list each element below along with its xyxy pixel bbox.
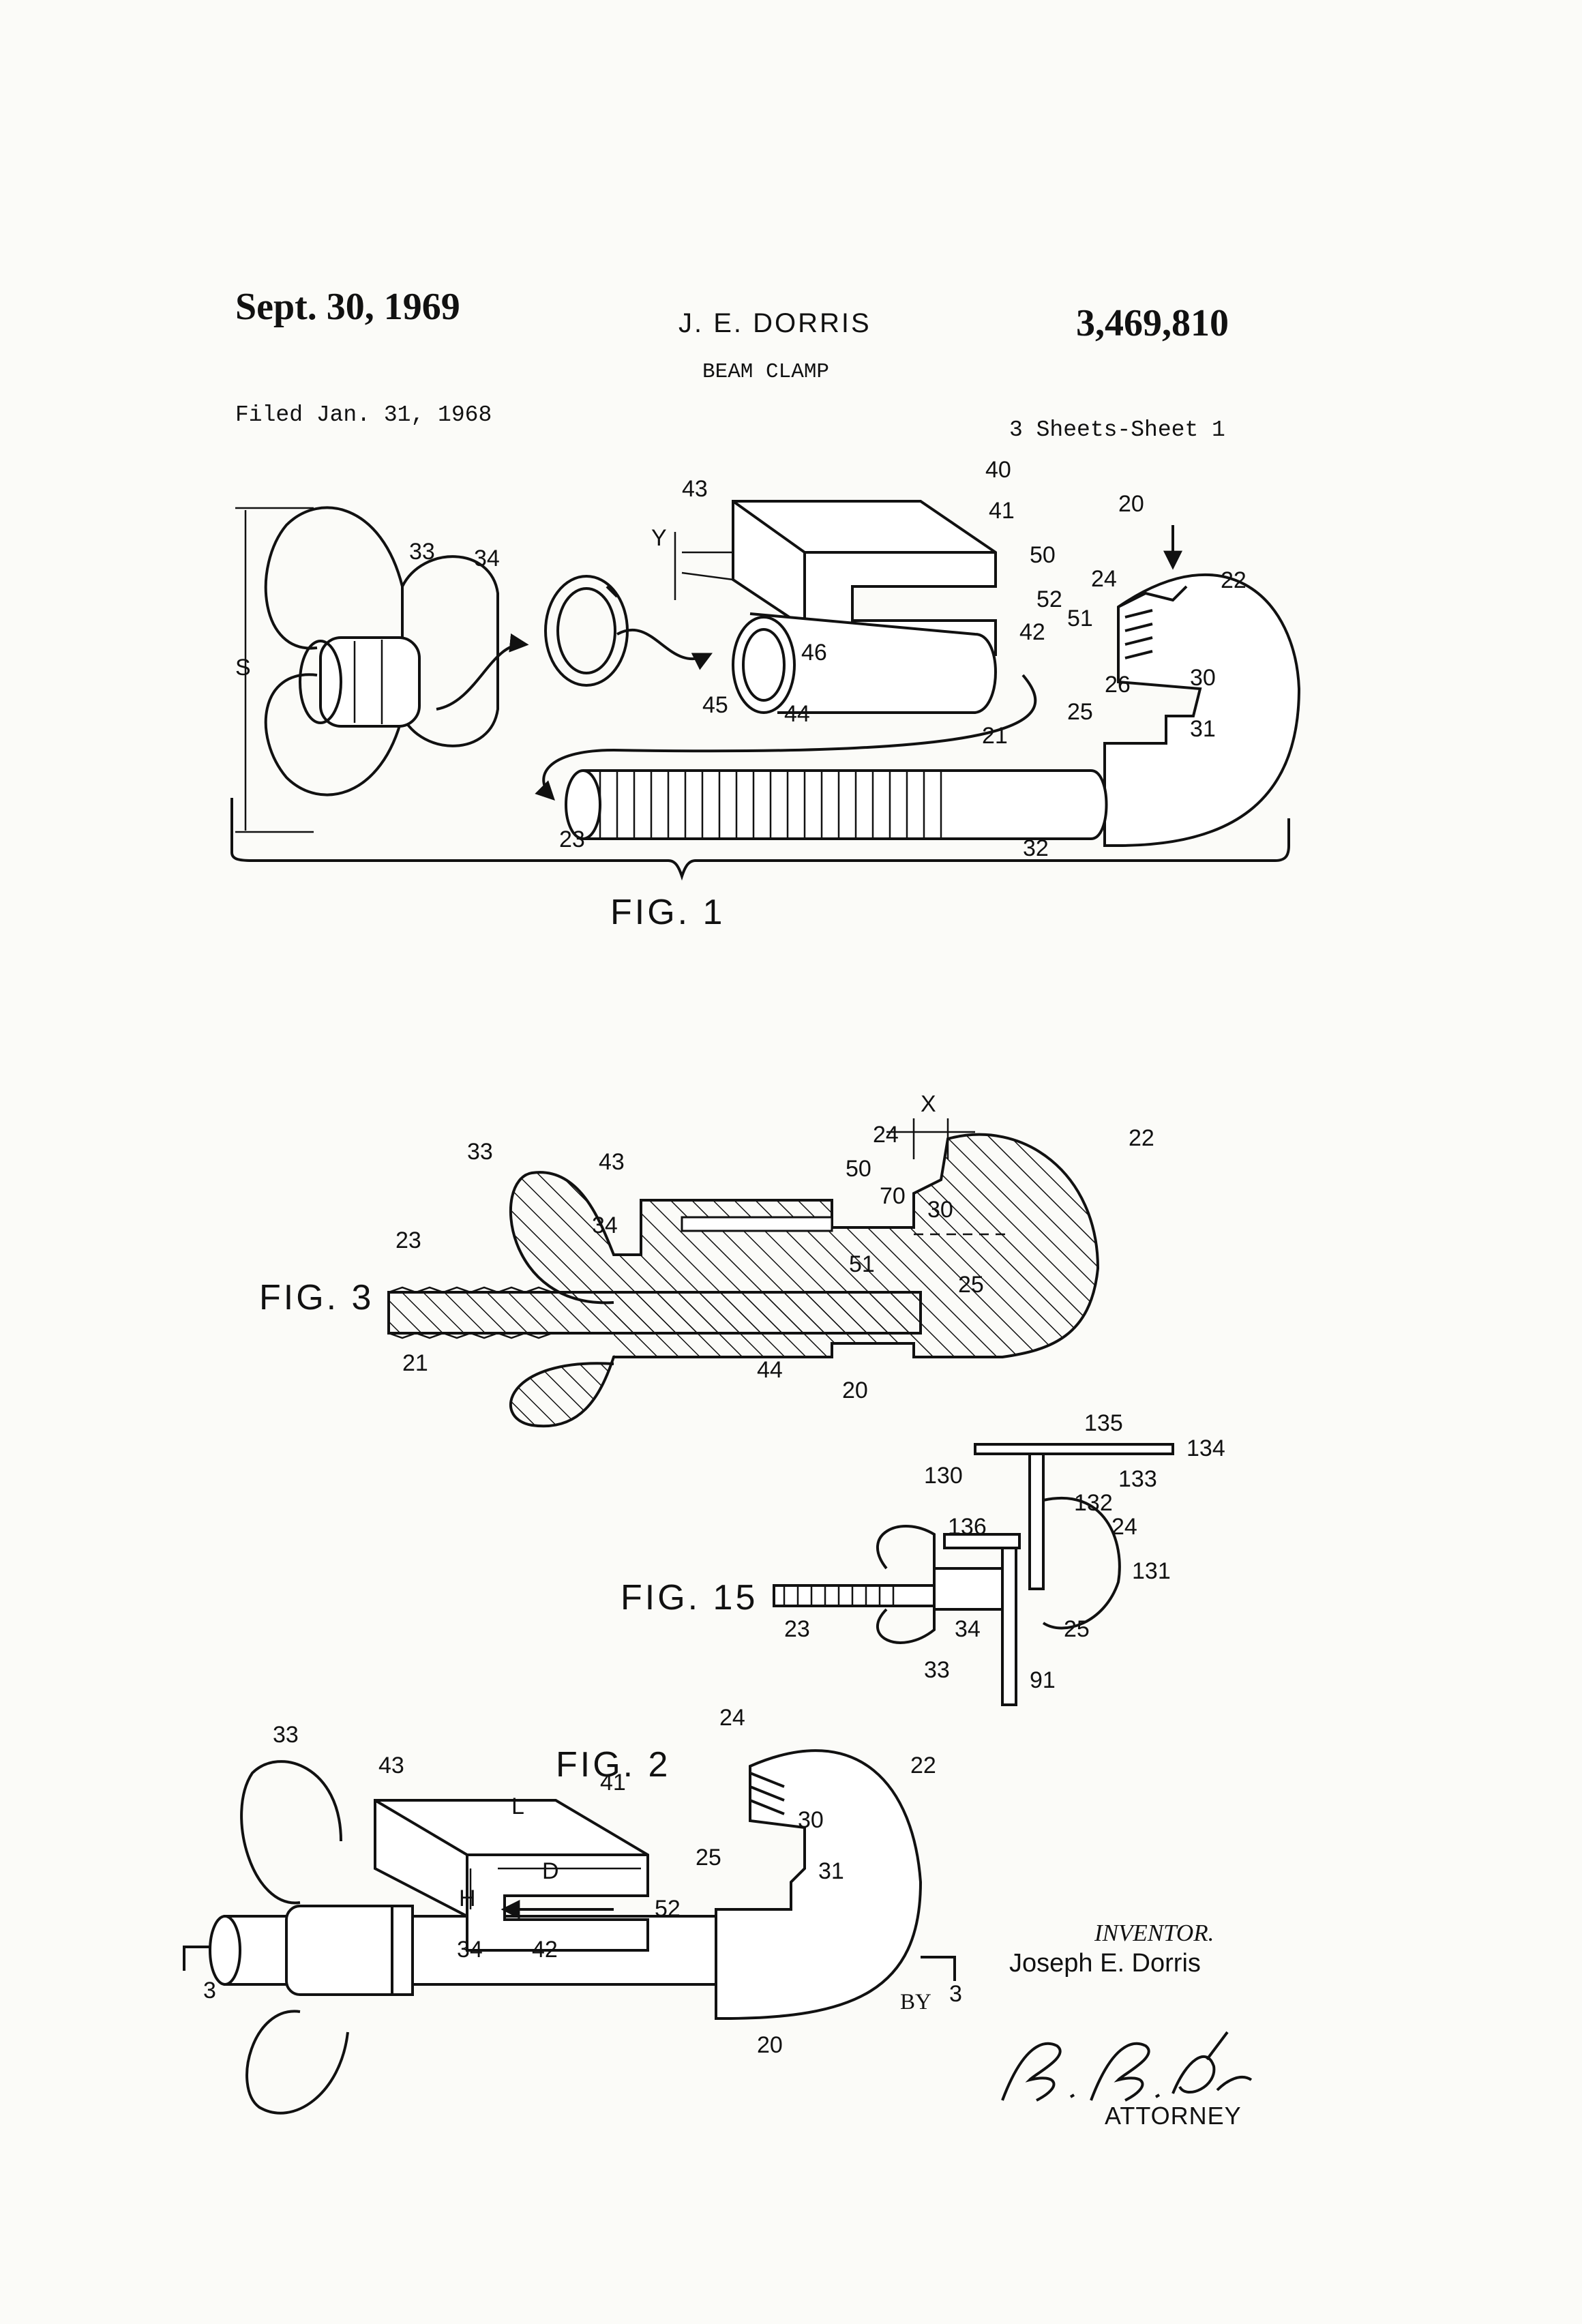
callout: 40 [985, 457, 1011, 483]
callout: 134 [1186, 1435, 1225, 1461]
callout: 33 [273, 1722, 299, 1748]
callout: 21 [402, 1350, 428, 1376]
callout: 30 [1190, 665, 1216, 691]
callout: 130 [924, 1463, 963, 1489]
callout: 30 [927, 1197, 953, 1223]
callout: 44 [757, 1357, 783, 1383]
callout: 32 [1023, 835, 1049, 861]
dimension-y [675, 532, 733, 600]
callout: 43 [682, 476, 708, 502]
callout: 34 [457, 1937, 483, 1963]
callout: 42 [1019, 619, 1045, 645]
callout: 24 [1111, 1514, 1137, 1540]
callout: 50 [846, 1156, 871, 1182]
callout: 20 [842, 1377, 868, 1403]
callout: 41 [989, 498, 1015, 524]
callout: 30 [798, 1807, 824, 1833]
fig3-label: FIG. 3 [259, 1278, 374, 1317]
figure-1 [232, 501, 1299, 876]
callout: H [459, 1886, 476, 1911]
callout: 24 [873, 1122, 899, 1148]
callout: 33 [409, 539, 435, 565]
callout: 31 [818, 1858, 844, 1884]
sleeve-body-40 [733, 501, 996, 713]
callout: 70 [880, 1183, 906, 1209]
ring-34 [546, 576, 627, 685]
callout: Y [651, 525, 667, 551]
attorney-label: ATTORNEY [1105, 2102, 1242, 2130]
bolt-21 [566, 771, 1107, 839]
callout: 133 [1118, 1466, 1157, 1492]
callout: 24 [1091, 566, 1117, 592]
callout: 135 [1084, 1410, 1123, 1436]
callout: D [542, 1858, 559, 1884]
callout: X [921, 1091, 936, 1117]
callout: 52 [655, 1896, 681, 1922]
callout: 23 [559, 826, 585, 852]
callout: L [511, 1793, 524, 1819]
callout: 45 [702, 692, 728, 718]
fig15-label: FIG. 15 [621, 1578, 758, 1618]
callout: 24 [719, 1705, 745, 1731]
hook-20 [1105, 575, 1299, 846]
fig2-label: FIG. 2 [556, 1745, 670, 1785]
callout: 33 [924, 1657, 950, 1683]
figure-3 [389, 1118, 1098, 1426]
figure-2 [184, 1751, 955, 2113]
callout: 136 [948, 1514, 987, 1540]
callout: 44 [784, 701, 810, 727]
callout: 132 [1074, 1490, 1113, 1516]
callout: 25 [958, 1272, 984, 1298]
callout: 3 [949, 1981, 962, 2007]
callout: 21 [982, 723, 1008, 749]
inventor-name: Joseph E. Dorris [1009, 1949, 1201, 1978]
callout: 34 [474, 546, 500, 571]
callout: 51 [1067, 606, 1093, 631]
callout: 25 [1067, 699, 1093, 725]
callout: 23 [784, 1616, 810, 1642]
callout: 34 [955, 1616, 981, 1642]
by-label: BY [900, 1990, 931, 2015]
callout: 22 [1221, 567, 1247, 593]
callout: 3 [203, 1978, 216, 2003]
callout: 25 [1064, 1616, 1090, 1642]
callout: 33 [467, 1139, 493, 1165]
callout: 43 [378, 1753, 404, 1778]
callout: 22 [910, 1753, 936, 1778]
callout: 25 [696, 1845, 721, 1871]
callout: 91 [1030, 1667, 1056, 1693]
callout: 52 [1036, 586, 1062, 612]
callout: S [235, 655, 251, 681]
callout: 23 [395, 1227, 421, 1253]
callout: 43 [599, 1149, 625, 1175]
callout: 51 [849, 1251, 875, 1277]
figure-15 [774, 1444, 1173, 1705]
attorney-signature [982, 2018, 1262, 2114]
callout: 46 [801, 640, 827, 666]
callout: 26 [1105, 672, 1131, 698]
callout: 22 [1129, 1125, 1154, 1151]
inventor-label: INVENTOR. [1094, 1920, 1214, 1947]
callout: 131 [1132, 1558, 1171, 1584]
wing-nut-33 [266, 507, 498, 794]
callout: 50 [1030, 542, 1056, 568]
callout: 31 [1190, 716, 1216, 742]
callout: 34 [592, 1212, 618, 1238]
fig1-label: FIG. 1 [610, 893, 725, 932]
callout: 20 [1118, 491, 1144, 517]
callout: 20 [757, 2032, 783, 2058]
callout: 42 [532, 1937, 558, 1963]
